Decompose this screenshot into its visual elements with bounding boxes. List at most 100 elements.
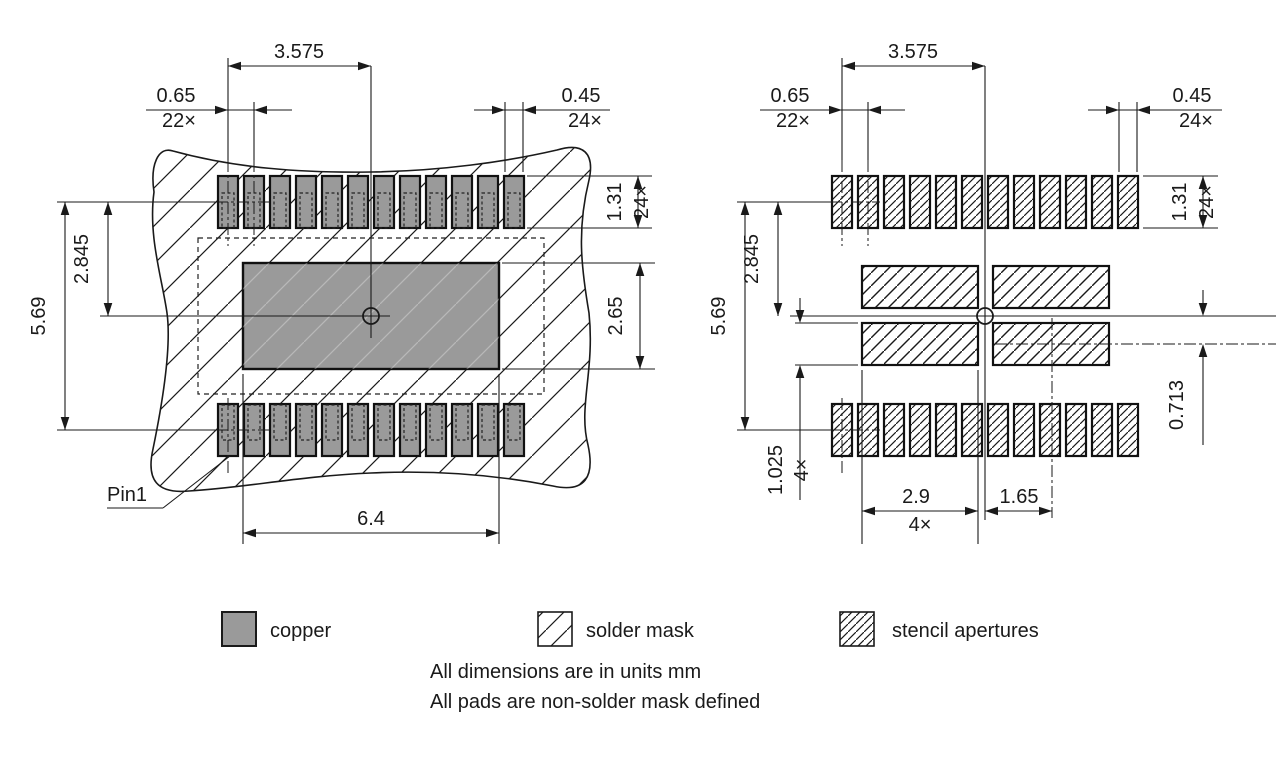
copper-pad-top: [320, 174, 344, 230]
dim-aperture-vert-offset-label: 0.713: [1166, 380, 1188, 430]
lead-outline-bottom: [403, 404, 417, 441]
stencil-pad-aperture: [1090, 174, 1114, 230]
dim-aperture-width-qty-label: 4×: [909, 514, 932, 536]
lead-outline-top: [507, 192, 521, 229]
legend-stencil-label: stencil apertures: [892, 620, 1039, 642]
lead-outline-bottom: [481, 404, 495, 441]
dim-aperture-height-qty-label: 4×: [791, 459, 813, 482]
dim-row-span-label: 5.69: [28, 297, 50, 336]
center-mark: [976, 307, 994, 325]
stencil-pad-aperture: [882, 402, 906, 458]
dim-pitch-qty-label: 22×: [776, 110, 810, 132]
stencil-pad-aperture: [934, 402, 958, 458]
stencil-pad-aperture: [986, 174, 1010, 230]
dim-pad-height-label: 1.31: [1169, 183, 1191, 222]
thermal-stencil-aperture: [860, 264, 980, 310]
copper-pad-bottom: [476, 402, 500, 458]
copper-pad-top: [424, 174, 448, 230]
dim-row-span-label: 5.69: [708, 297, 730, 336]
dim-pad-height-qty-label: 24×: [1196, 185, 1218, 219]
dim-thermal-height-label: 2.65: [605, 297, 627, 336]
copper-pad-bottom: [346, 402, 370, 458]
dim-aperture-right-offset-label: 1.65: [1000, 486, 1039, 508]
legend-copper-label: copper: [270, 620, 331, 642]
dim-pitch-label: 0.65: [157, 85, 196, 107]
lead-outline-bottom: [247, 404, 261, 441]
copper-pad-bottom: [372, 402, 396, 458]
stencil-pad-aperture: [986, 402, 1010, 458]
lead-outline-top: [351, 192, 365, 229]
thermal-stencil-aperture: [991, 264, 1111, 310]
copper-pad-bottom: [398, 402, 422, 458]
copper-pad-top: [450, 174, 474, 230]
lead-outline-bottom: [455, 404, 469, 441]
copper-pad-top: [476, 174, 500, 230]
dim-aperture-height-label: 1.025: [765, 445, 787, 495]
copper-pad-top: [294, 174, 318, 230]
lead-outline-top: [455, 192, 469, 229]
lead-outline-top: [429, 192, 443, 229]
dim-center-span-label: 3.575: [888, 41, 938, 63]
right-view-labels: 3.575 0.65 22× 0.45 24× 1.31 24× 2.845 5…: [708, 41, 1218, 536]
dim-thermal-width-label: 6.4: [357, 508, 385, 530]
copper-pad-bottom: [294, 402, 318, 458]
notes: All dimensions are in units mm All pads …: [430, 661, 760, 713]
dim-row-center-label: 2.845: [741, 234, 763, 284]
dim-pad-width-qty-label: 24×: [568, 110, 602, 132]
note-mask-defined: All pads are non-solder mask defined: [430, 691, 760, 713]
dim-pad-height-qty-label: 24×: [631, 185, 653, 219]
dim-center-span-label: 3.575: [274, 41, 324, 63]
dim-pitch-label: 0.65: [771, 85, 810, 107]
dim-pad-width-label: 0.45: [562, 85, 601, 107]
lead-outline-bottom: [299, 404, 313, 441]
legend-solder-mask-label: solder mask: [586, 620, 695, 642]
dim-pitch-qty-label: 22×: [162, 110, 196, 132]
lead-outline-top: [481, 192, 495, 229]
lead-outline-top: [403, 192, 417, 229]
copper-pad-top: [502, 174, 526, 230]
lead-outline-top: [299, 192, 313, 229]
stencil-pad-aperture: [882, 174, 906, 230]
copper-and-solder-mask-view: [57, 58, 655, 544]
lead-outline-bottom: [325, 404, 339, 441]
stencil-pad-aperture: [1116, 402, 1140, 458]
lead-outline-bottom: [429, 404, 443, 441]
lead-outline-bottom: [351, 404, 365, 441]
copper-swatch-icon: [221, 611, 257, 647]
lead-outline-top: [377, 192, 391, 229]
copper-pad-top: [346, 174, 370, 230]
copper-pad-top: [372, 174, 396, 230]
copper-pad-bottom: [450, 402, 474, 458]
lead-outline-bottom: [507, 404, 521, 441]
stencil-pad-aperture: [1038, 402, 1062, 458]
dim-aperture-width-label: 2.9: [902, 486, 930, 508]
stencil-pad-aperture: [908, 174, 932, 230]
stencil-swatch-hatch: [840, 612, 874, 646]
left-view-labels: 3.575 0.65 22× 0.45 24× 1.31 24× 2.845 5…: [28, 41, 653, 530]
pin1-label: Pin1: [107, 484, 147, 506]
stencil-pad-aperture: [908, 402, 932, 458]
stencil-aperture-view: [737, 58, 1276, 544]
solder-mask-swatch-hatch: [538, 612, 572, 646]
dim-pad-width-label: 0.45: [1173, 85, 1212, 107]
dim-row-center-label: 2.845: [71, 234, 93, 284]
center-mark: [362, 307, 380, 325]
dim-pad-height-label: 1.31: [604, 183, 626, 222]
stencil-pad-aperture: [1064, 402, 1088, 458]
lead-outline-top: [273, 192, 287, 229]
stencil-pad-aperture: [934, 174, 958, 230]
thermal-stencil-aperture: [860, 321, 980, 367]
stencil-pad-aperture: [960, 174, 984, 230]
lead-outline-bottom: [377, 404, 391, 441]
stencil-pad-aperture: [1116, 174, 1140, 230]
copper-pad-bottom: [320, 402, 344, 458]
legend: copper solder mask stencil apertures: [221, 611, 1039, 647]
stencil-pad-aperture: [1012, 174, 1036, 230]
copper-pad-bottom: [502, 402, 526, 458]
lead-outline-top: [325, 192, 339, 229]
note-units: All dimensions are in units mm: [430, 661, 701, 683]
dim-pad-width-qty-label: 24×: [1179, 110, 1213, 132]
stencil-pad-aperture: [1038, 174, 1062, 230]
